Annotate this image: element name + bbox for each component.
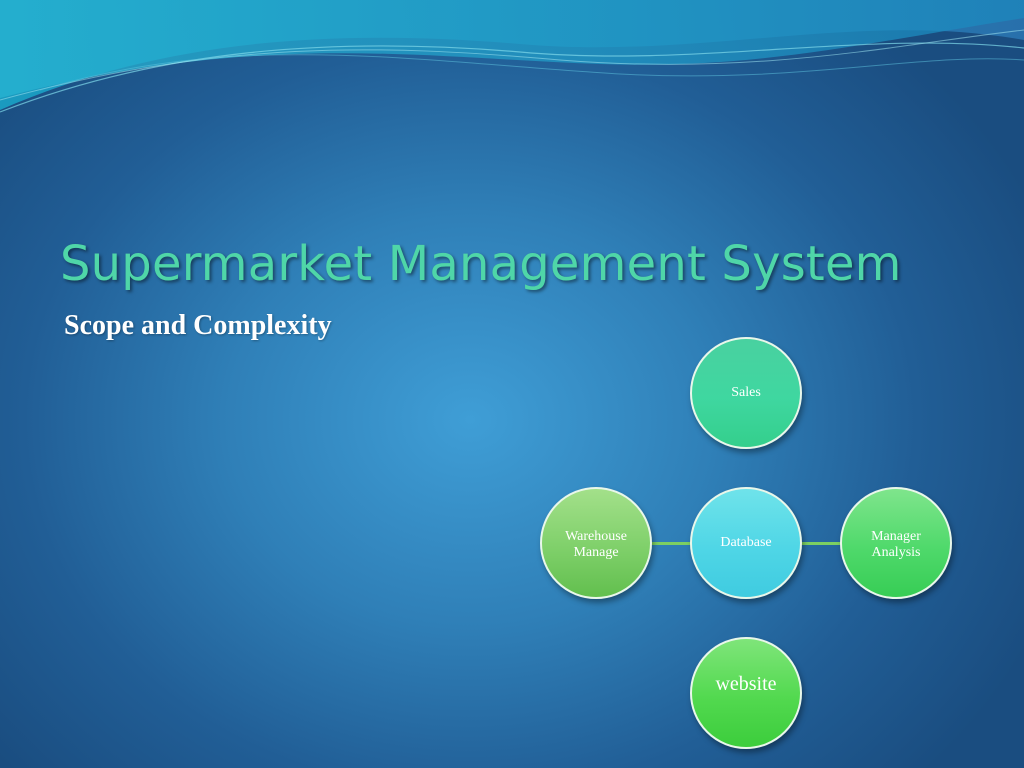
wave-band-front	[0, 0, 1024, 98]
decorative-wave-header	[0, 0, 1024, 113]
wave-line-2	[0, 29, 1024, 101]
node-database-label: Database	[720, 535, 772, 550]
wave-line-1	[0, 42, 1024, 113]
connector-warehouse-database	[652, 542, 692, 545]
node-manager-analysis: Manager Analysis	[840, 487, 952, 599]
slide-subtitle: Scope and Complexity	[64, 310, 332, 341]
node-website-label: website	[715, 673, 777, 695]
node-warehouse-label: Warehouse Manage	[565, 529, 627, 560]
node-website: website	[690, 637, 802, 749]
slide-title: Supermarket Management System	[60, 236, 902, 292]
node-sales-label: Sales	[731, 385, 761, 400]
connector-database-manager	[802, 542, 842, 545]
node-sales: Sales	[690, 337, 802, 449]
node-manager-label: Manager Analysis	[871, 529, 921, 560]
node-database: Database	[690, 487, 802, 599]
node-warehouse-manage: Warehouse Manage	[540, 487, 652, 599]
wave-line-3	[39, 54, 1024, 91]
